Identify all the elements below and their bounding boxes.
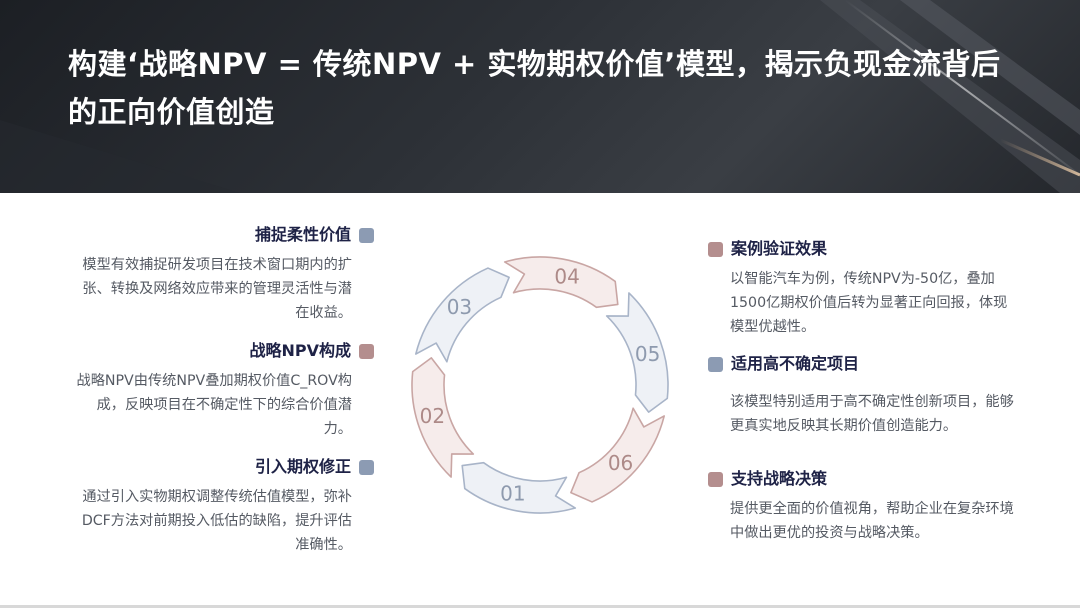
cycle-segment-label: 03	[447, 295, 472, 319]
block-title: 战略NPV构成	[249, 339, 351, 363]
block-title: 捕捉柔性价值	[255, 223, 351, 247]
block-title: 适用高不确定项目	[731, 352, 859, 376]
cycle-segment-label: 01	[500, 482, 525, 506]
block-title: 引入期权修正	[255, 455, 351, 479]
cycle-segment-label: 04	[554, 264, 579, 288]
block-heading: 支持战略决策	[708, 467, 1018, 491]
square-marker-icon	[359, 344, 374, 359]
square-marker-icon	[708, 357, 723, 372]
header-banner: 构建‘战略NPV = 传统NPV + 实物期权价值’模型，揭示负现金流背后的正向…	[0, 0, 1080, 193]
left-block-strategic-npv: 战略NPV构成 战略NPV由传统NPV叠加期权价值C_ROV构成，反映项目在不确…	[76, 339, 374, 441]
cycle-segment-label: 05	[635, 342, 660, 366]
block-heading: 适用高不确定项目	[708, 352, 1018, 376]
cycle-segment-label: 06	[608, 451, 633, 475]
block-text: 该模型特别适用于高不确定性创新项目，能够更真实地反映其长期价值创造能力。	[708, 390, 1018, 438]
right-block-strategic-decision: 支持战略决策 提供更全面的价值视角，帮助企业在复杂环境中做出更优的投资与战略决策…	[708, 467, 1018, 545]
cycle-segments: 01 02 03 04 05 06	[412, 257, 668, 513]
square-marker-icon	[359, 228, 374, 243]
left-block-flexible-value: 捕捉柔性价值 模型有效捕捉研发项目在技术窗口期内的扩张、转换及网络效应带来的管理…	[76, 223, 374, 325]
block-heading: 引入期权修正	[76, 455, 374, 479]
block-heading: 战略NPV构成	[76, 339, 374, 363]
block-heading: 捕捉柔性价值	[76, 223, 374, 247]
cycle-segment-label: 02	[420, 404, 445, 428]
right-block-high-uncertainty: 适用高不确定项目 该模型特别适用于高不确定性创新项目，能够更真实地反映其长期价值…	[708, 352, 1018, 438]
block-text: 模型有效捕捉研发项目在技术窗口期内的扩张、转换及网络效应带来的管理灵活性与潜在收…	[76, 253, 374, 325]
block-text: 以智能汽车为例，传统NPV为-50亿，叠加1500亿期权价值后转为显著正向回报，…	[708, 267, 1018, 339]
right-block-case-validation: 案例验证效果 以智能汽车为例，传统NPV为-50亿，叠加1500亿期权价值后转为…	[708, 237, 1018, 339]
square-marker-icon	[708, 242, 723, 257]
block-heading: 案例验证效果	[708, 237, 1018, 261]
block-text: 提供更全面的价值视角，帮助企业在复杂环境中做出更优的投资与战略决策。	[708, 497, 1018, 545]
block-text: 通过引入实物期权调整传统估值模型，弥补DCF方法对前期投入低估的缺陷，提升评估准…	[76, 485, 374, 557]
square-marker-icon	[359, 460, 374, 475]
slide-title: 构建‘战略NPV = 传统NPV + 实物期权价值’模型，揭示负现金流背后的正向…	[68, 40, 1008, 136]
block-title: 支持战略决策	[731, 467, 827, 491]
block-text: 战略NPV由传统NPV叠加期权价值C_ROV构成，反映项目在不确定性下的综合价值…	[76, 369, 374, 441]
cycle-diagram: 01 02 03 04 05 06	[400, 245, 680, 525]
left-block-option-adjustment: 引入期权修正 通过引入实物期权调整传统估值模型，弥补DCF方法对前期投入低估的缺…	[76, 455, 374, 557]
square-marker-icon	[708, 472, 723, 487]
block-title: 案例验证效果	[731, 237, 827, 261]
